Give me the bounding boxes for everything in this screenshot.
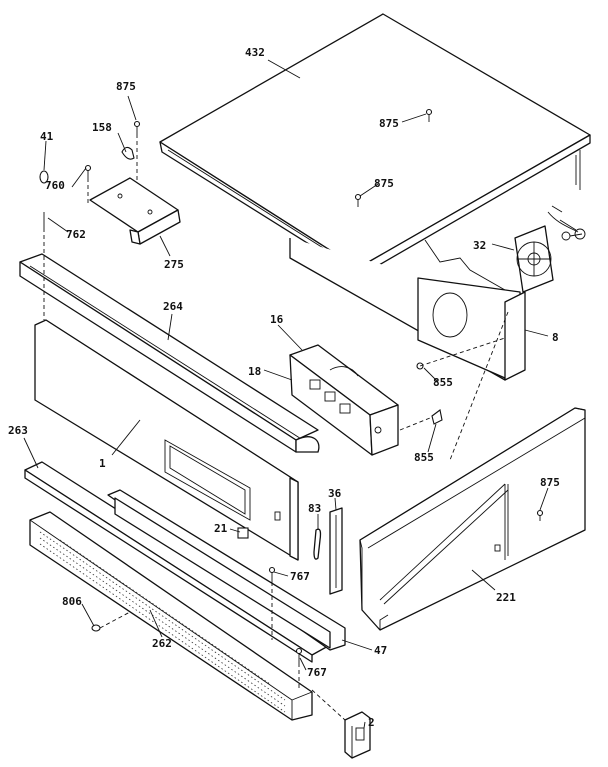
callout-262: 262 [152,637,172,650]
grille-262 [29,511,313,721]
callout-41: 41 [40,130,54,143]
callout-221: 221 [496,591,516,604]
switch-bar-36 [329,507,343,595]
clip-83 [313,528,322,560]
callout-875: 875 [116,80,136,93]
callout-36: 36 [328,487,342,500]
screw-icon [431,409,443,425]
callout-762: 762 [66,228,86,241]
screw-icon [84,164,92,178]
callout-18: 18 [248,365,261,378]
screws [39,108,544,663]
leader-lines [23,59,549,729]
trim-strip-264 [19,253,320,453]
callout-855: 855 [433,376,453,389]
control-panel-1 [34,319,299,561]
callout-16: 16 [270,313,284,326]
callout-32: 32 [473,239,486,252]
screw-icon [39,170,49,184]
callout-1: 1 [99,457,106,470]
screw-icon [133,120,141,134]
callout-855: 855 [414,451,434,464]
fan-assembly-32 [514,205,586,293]
callout-760: 760 [45,179,65,192]
callout-47: 47 [374,644,387,657]
callout-264: 264 [163,300,183,313]
callout-767: 767 [290,570,310,583]
side-panel-221 [359,407,586,631]
callout-8: 8 [552,331,559,344]
screw-icon [536,509,544,521]
screw-icon [425,108,433,122]
callout-2: 2 [368,716,375,729]
small-bracket-275 [89,177,181,245]
callout-21: 21 [214,522,228,535]
callout-432: 432 [245,46,265,59]
fan-mount-plate-8 [417,277,526,381]
callout-83: 83 [308,502,321,515]
assembly-lines [43,134,509,721]
screw-icon [295,647,303,663]
screw-icon [237,527,249,539]
screw-icon [354,193,362,207]
callout-875: 875 [540,476,560,489]
screw-icon [121,146,135,160]
clip-2 [344,711,371,759]
callout-767: 767 [307,666,327,679]
callout-875: 875 [374,177,394,190]
callout-263: 263 [8,424,28,437]
lower-strip-47 [107,489,346,651]
callout-275: 275 [164,258,184,271]
callout-875: 875 [379,117,399,130]
callout-806: 806 [62,595,82,608]
screw-icon [268,566,276,582]
callout-labels: 432 875 875 875 875 158 41 760 762 275 3… [8,46,560,729]
screw-icon [91,624,101,632]
top-cover-panel-432 [159,13,591,277]
callout-158: 158 [92,121,112,134]
control-module-16-18 [289,344,399,456]
